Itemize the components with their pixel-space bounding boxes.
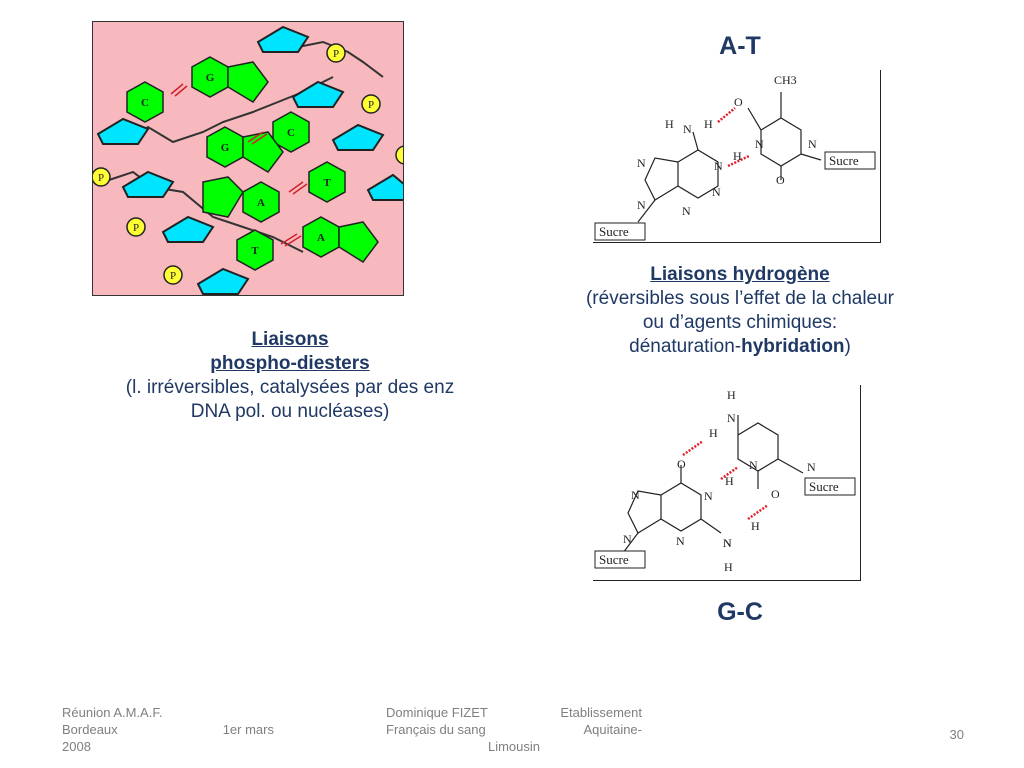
svg-text:H: H: [665, 117, 674, 131]
svg-text:H: H: [704, 117, 713, 131]
at-sugar-label-left: Sucre: [599, 224, 629, 239]
svg-text:A: A: [317, 232, 325, 244]
svg-text:O: O: [776, 173, 785, 187]
svg-text:N: N: [808, 137, 817, 151]
at-base-pair-structure: CH3 O H N H N N H N N O N N N Sucre Sucr…: [593, 70, 881, 243]
footer-text: Réunion A.M.A.F.: [62, 705, 163, 720]
svg-text:H: H: [733, 149, 742, 163]
svg-text:P: P: [368, 99, 374, 111]
footer-text: 2008: [62, 739, 91, 754]
svg-text:T: T: [251, 245, 259, 257]
caption-text: dénaturation-: [629, 336, 742, 357]
svg-text:G: G: [206, 72, 215, 84]
svg-text:O: O: [677, 457, 686, 471]
hybridation-bold: hybridation: [741, 336, 845, 357]
svg-text:O: O: [734, 95, 743, 109]
svg-text:C: C: [141, 97, 149, 109]
svg-text:N: N: [682, 204, 691, 218]
svg-text:H: H: [724, 560, 733, 574]
caption-line: ou d’agents chimiques:: [642, 312, 838, 333]
svg-text:G: G: [221, 142, 230, 154]
svg-text:N: N: [723, 536, 732, 550]
phosphate-group: [93, 43, 403, 285]
footer-text: Bordeaux: [62, 722, 118, 737]
caption-line: (l. irréversibles, catalysées par des en…: [125, 377, 455, 398]
svg-text:N: N: [623, 532, 632, 546]
gc-base-pair-structure: H N H O N N H N N O N N N H N H Sucre Su…: [593, 385, 861, 581]
svg-text:N: N: [637, 198, 646, 212]
liaisons-heading: Liaisons: [251, 329, 329, 350]
gc-sugar-label-left: Sucre: [599, 552, 629, 567]
svg-text:N: N: [631, 488, 640, 502]
svg-text:N: N: [704, 489, 713, 503]
svg-text:N: N: [723, 536, 732, 550]
svg-text:N: N: [637, 156, 646, 170]
footer-text: Limousin: [487, 739, 541, 754]
sugar-group: [96, 25, 403, 295]
phosphodiester-caption: Liaisons phospho-diesters (l. irréversib…: [60, 328, 520, 424]
footer-center: Dominique FIZET Etablissement Français du…: [386, 704, 642, 755]
footer-text: Aquitaine-: [583, 722, 642, 737]
gc-sugar-label-right: Sucre: [809, 479, 839, 494]
slide-number: 30: [949, 727, 964, 742]
svg-text:N: N: [714, 159, 723, 173]
svg-text:P: P: [133, 222, 139, 234]
phospho-diesters-heading: phospho-diesters: [210, 353, 370, 374]
caption-text: ): [844, 336, 851, 357]
svg-text:C: C: [287, 127, 295, 139]
svg-text:P: P: [98, 172, 104, 184]
at-sugar-label-right: Sucre: [829, 153, 859, 168]
svg-text:P: P: [333, 48, 339, 60]
svg-text:A: A: [257, 197, 265, 209]
svg-text:N: N: [749, 458, 758, 472]
footer-text: Français du sang: [386, 722, 486, 737]
gc-pair-title: G-C: [717, 598, 763, 626]
svg-text:N: N: [676, 534, 685, 548]
dna-ladder-figure: P P P P P C G C G A T T: [92, 21, 404, 296]
svg-text:H: H: [751, 519, 760, 533]
svg-text:H: H: [725, 474, 734, 488]
hydrogen-bonds-caption: Liaisons hydrogène (réversibles sous l’e…: [540, 263, 940, 359]
svg-text:N: N: [755, 137, 764, 151]
footer-text: 1er mars: [222, 722, 274, 737]
svg-text:N: N: [712, 185, 721, 199]
svg-text:H: H: [709, 426, 718, 440]
svg-text:H: H: [727, 388, 736, 402]
svg-text:O: O: [771, 487, 780, 501]
caption-line: DNA pol. ou nucléases): [190, 401, 390, 422]
svg-text:CH3: CH3: [774, 73, 797, 87]
hydrogen-bonds-heading: Liaisons hydrogène: [650, 264, 830, 285]
svg-text:T: T: [323, 177, 331, 189]
svg-text:P: P: [170, 270, 176, 282]
footer-left: Réunion A.M.A.F. Bordeaux 1er mars 2008: [62, 704, 302, 755]
at-pair-title: A-T: [719, 32, 761, 60]
svg-text:N: N: [727, 411, 736, 425]
svg-text:N: N: [807, 460, 816, 474]
footer-text: Dominique FIZET: [386, 705, 488, 720]
caption-line: (réversibles sous l’effet de la chaleur: [585, 288, 895, 309]
footer-text: Etablissement: [560, 705, 642, 720]
svg-text:N: N: [683, 122, 692, 136]
